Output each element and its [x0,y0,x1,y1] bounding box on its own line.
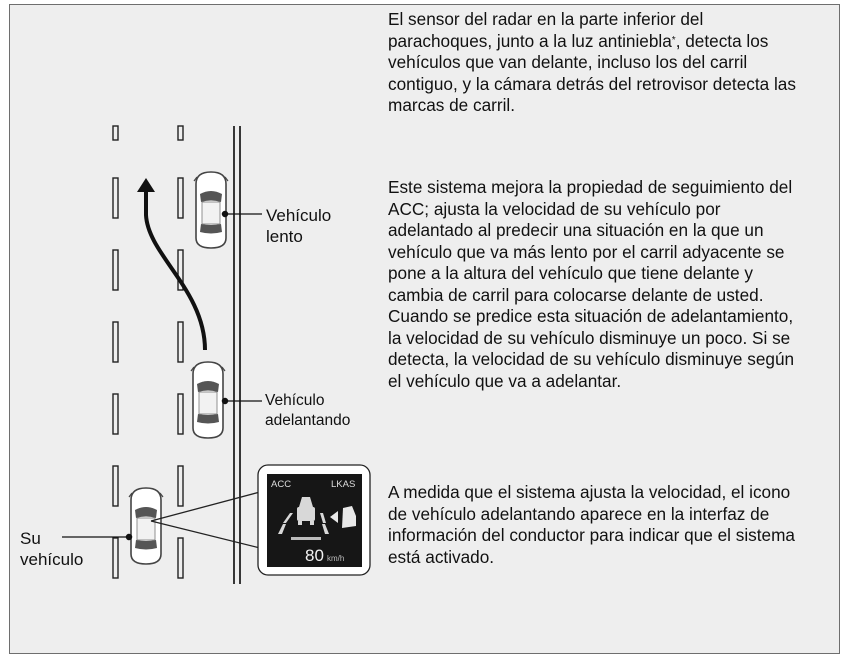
radar-sensor-paragraph: El sensor del radar en la parte inferior… [388,9,796,115]
indicator-paragraph: A medida que el sistema ajusta la veloci… [388,482,795,567]
speed-value: 80 [305,546,324,565]
arrow-head [137,178,155,192]
speed-unit: km/h [327,554,344,563]
lane-markings [112,125,184,579]
car-ahead-icon [297,497,315,525]
acc-indicator: ACC [271,479,291,490]
slow-vehicle-car [193,171,229,249]
driver-info-display: ACC LKAS 80 km/h [267,474,362,567]
road-edge-line [233,126,241,584]
lane-lines-icon [278,513,329,540]
overtaking-vehicle-car [190,361,226,439]
overtaking-vehicle-icon [330,506,356,528]
system-description-paragraph: Este sistema mejora la propiedad de segu… [388,177,795,391]
overtake-path-arrow [144,190,207,351]
your-vehicle-car [128,487,164,565]
lkas-indicator: LKAS [331,479,355,490]
footnote-mark: * [671,34,676,46]
